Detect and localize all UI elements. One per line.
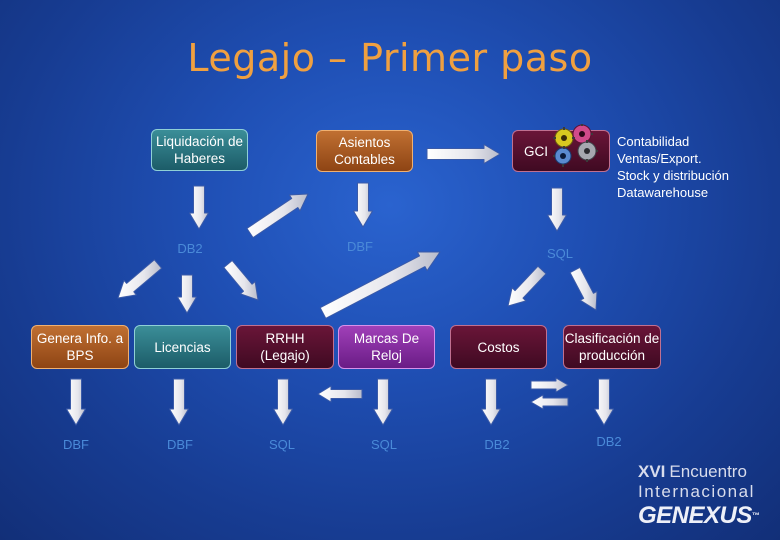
arrow-marcas-to-sql [373, 378, 393, 426]
arrow-rrhh-to-dbf [319, 251, 441, 319]
arrow-db2-to-genera [117, 259, 163, 299]
rrhh-box: RRHH (Legajo) [236, 325, 334, 369]
costos-box: Costos [450, 325, 547, 369]
arrow-clasificacion-to-db2 [594, 378, 614, 426]
logo-genexus: GENEXUS [638, 502, 752, 529]
gears-icon [553, 124, 598, 167]
gci-modules-list: Contabilidad Ventas/Export. Stock y dist… [617, 133, 777, 201]
arrow-clasificacion-to-costos [530, 394, 569, 410]
arrow-sql-to-clasificacion [569, 266, 598, 311]
marcas-box: Marcas De Reloj [338, 325, 435, 369]
logo-trademark: ™ [751, 511, 760, 520]
arrow-rrhh-to-sql [273, 378, 293, 426]
db-label-sql-marcas: SQL [370, 437, 397, 452]
licencias-box: Licencias [134, 325, 231, 369]
arrow-sql-to-costos [507, 265, 547, 307]
arrow-gci-to-sql [547, 187, 567, 232]
logo-edition: XVI [638, 462, 666, 481]
clasificacion-box: Clasificación de producción [563, 325, 661, 369]
arrow-asientos-to-gci [426, 144, 501, 164]
gci-module-item: Ventas/Export. [617, 151, 702, 166]
gci-module-item: Contabilidad [617, 134, 690, 149]
genera-bps-box: Genera Info. a BPS [31, 325, 129, 369]
costos-label: Costos [477, 339, 520, 355]
rrhh-label: RRHH (Legajo) [260, 331, 310, 363]
arrow-liquidacion-to-db2 [189, 185, 209, 230]
gci-module-item: Stock y distribución [617, 168, 729, 183]
arrow-db2-to-rrhh [223, 260, 259, 301]
arrow-licencias-to-dbf [169, 378, 189, 426]
arrow-costos-to-db2 [481, 378, 501, 426]
asientos-box: Asientos Contables [316, 130, 413, 172]
arrow-costos-to-clasificacion [530, 377, 569, 393]
gci-module-item: Datawarehouse [617, 185, 709, 200]
db-label-dbf-top: DBF [347, 239, 373, 254]
logo-internacional: Internacional [638, 482, 755, 501]
slide-title: Legajo – Primer paso [187, 36, 593, 80]
asientos-label: Asientos Contables [334, 135, 395, 167]
marcas-label: Marcas De Reloj [353, 331, 420, 363]
liquidacion-box: Liquidación de Haberes [151, 129, 248, 171]
genera-bps-label: Genera Info. a BPS [36, 331, 124, 363]
db-label-dbf-licencias: DBF [167, 437, 193, 452]
arrow-db2-to-asientos [246, 193, 309, 239]
arrow-asientos-to-dbf [353, 182, 373, 228]
db-label-db2-costos: DB2 [484, 437, 510, 452]
arrow-db2-to-licencias [177, 274, 197, 314]
arrow-marcas-to-rrhh [317, 385, 363, 403]
db-label-sql-top: SQL [546, 246, 573, 261]
db-label-db2-clasificacion: DB2 [596, 434, 622, 449]
clasificacion-label: Clasificación de producción [564, 331, 660, 363]
logo-encuentro: Encuentro [669, 462, 747, 481]
liquidacion-label: Liquidación de Haberes [155, 134, 244, 166]
gci-label: GCI [524, 143, 549, 159]
db-label-db2-top: DB2 [177, 241, 203, 256]
arrow-genera-to-dbf [66, 378, 86, 426]
licencias-label: Licencias [154, 339, 211, 355]
db-label-sql-rrhh: SQL [268, 437, 295, 452]
db-label-dbf-genera: DBF [63, 437, 89, 452]
